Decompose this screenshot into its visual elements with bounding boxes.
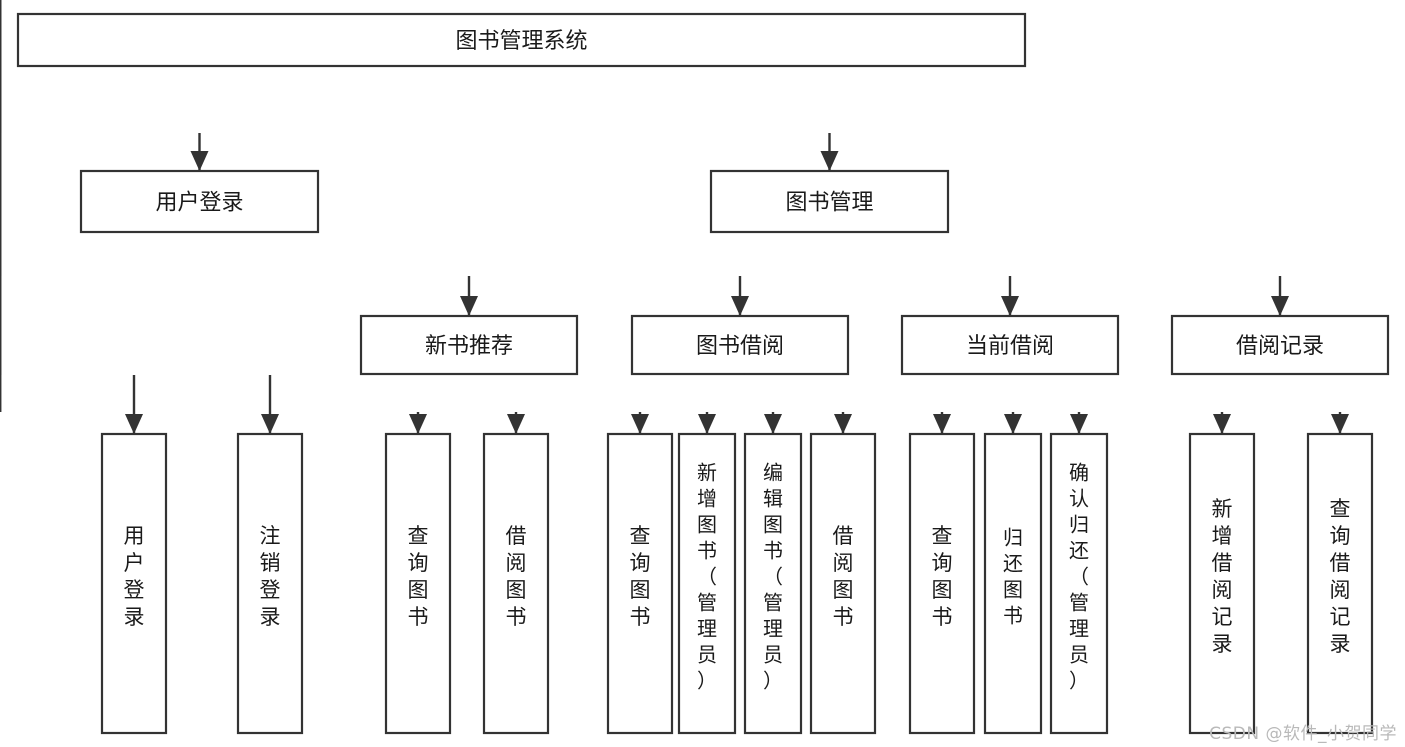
- node-box: [482, 432, 550, 735]
- arrow-head-icon: [731, 296, 749, 316]
- arrow-head-icon: [190, 151, 209, 171]
- node-book-management[interactable]: 图书管理: [709, 169, 950, 234]
- node-box: [983, 432, 1043, 735]
- node-label: 注销登录: [260, 524, 281, 629]
- node-leaf-borrow-book-recommend[interactable]: 借阅图书: [482, 432, 550, 735]
- node-leaf-return-book[interactable]: 归还图书: [983, 432, 1043, 735]
- node-leaf-query-book-borrow[interactable]: 查询图书: [606, 432, 674, 735]
- node-label: 查询图书: [408, 524, 429, 629]
- arrow-head-icon: [125, 414, 143, 434]
- node-label: 用户登录: [124, 524, 145, 629]
- node-label: 借阅图书: [506, 524, 527, 629]
- node-box: [100, 432, 168, 735]
- node-leaf-query-book-current[interactable]: 查询图书: [908, 432, 976, 735]
- node-box: [709, 169, 950, 234]
- arrow-head-icon: [1004, 414, 1022, 434]
- node-label: 确认归还（管理员）: [1069, 461, 1089, 693]
- node-box: [900, 314, 1120, 376]
- node-label: 查询借阅记录: [1330, 497, 1351, 656]
- node-book-borrow[interactable]: 图书借阅: [630, 314, 850, 376]
- node-label: 编辑图书（管理员）: [763, 461, 783, 693]
- arrow-head-icon: [1001, 296, 1019, 316]
- arrow-head-icon: [698, 414, 716, 434]
- node-label: 新增图书（管理员）: [697, 461, 717, 693]
- node-label: 用户登录: [155, 191, 243, 216]
- arrow-head-icon: [261, 414, 279, 434]
- node-user-login[interactable]: 用户登录: [79, 169, 320, 234]
- arrow-head-icon: [460, 296, 478, 316]
- node-label: 图书管理: [785, 191, 873, 216]
- node-current-borrow[interactable]: 当前借阅: [900, 314, 1120, 376]
- arrow-head-icon: [1213, 414, 1231, 434]
- node-box: [1188, 432, 1256, 735]
- node-box: [236, 432, 304, 735]
- arrow-head-icon: [834, 414, 852, 434]
- node-leaf-user-login[interactable]: 用户登录: [100, 432, 168, 735]
- node-label: 当前借阅: [966, 334, 1054, 359]
- node-box: [630, 314, 850, 376]
- arrow-head-icon: [1070, 414, 1088, 434]
- arrow-head-icon: [820, 151, 839, 171]
- node-borrow-record[interactable]: 借阅记录: [1170, 314, 1390, 376]
- node-layer: 图书管理系统用户登录图书管理新书推荐图书借阅当前借阅借阅记录用户登录注销登录查询…: [16, 12, 1390, 735]
- node-box: [809, 432, 877, 735]
- node-label: 借阅图书: [833, 524, 854, 629]
- connector-layer: [0, 0, 1349, 434]
- node-box: [743, 432, 803, 735]
- node-box: [1049, 432, 1109, 735]
- node-box: [384, 432, 452, 735]
- node-leaf-add-book[interactable]: 新增图书（管理员）: [677, 432, 737, 735]
- node-leaf-logout[interactable]: 注销登录: [236, 432, 304, 735]
- arrow-head-icon: [1331, 414, 1349, 434]
- arrow-head-icon: [1271, 296, 1289, 316]
- node-box: [606, 432, 674, 735]
- arrow-head-icon: [631, 414, 649, 434]
- node-label: 归还图书: [1003, 526, 1023, 628]
- node-leaf-borrow-book[interactable]: 借阅图书: [809, 432, 877, 735]
- node-label: 借阅记录: [1236, 334, 1324, 359]
- node-box: [359, 314, 579, 376]
- node-root[interactable]: 图书管理系统: [16, 12, 1027, 68]
- node-box: [1306, 432, 1374, 735]
- node-leaf-edit-book[interactable]: 编辑图书（管理员）: [743, 432, 803, 735]
- arrow-head-icon: [933, 414, 951, 434]
- arrow-head-icon: [764, 414, 782, 434]
- node-box: [908, 432, 976, 735]
- node-label: 查询图书: [932, 524, 953, 629]
- node-label: 新增借阅记录: [1212, 497, 1233, 656]
- node-leaf-add-record[interactable]: 新增借阅记录: [1188, 432, 1256, 735]
- node-box: [16, 12, 1027, 68]
- arrow-head-icon: [507, 414, 525, 434]
- node-label: 查询图书: [630, 524, 651, 629]
- node-box: [1170, 314, 1390, 376]
- node-new-book-recommend[interactable]: 新书推荐: [359, 314, 579, 376]
- node-label: 图书管理系统: [455, 29, 587, 54]
- node-leaf-confirm-return[interactable]: 确认归还（管理员）: [1049, 432, 1109, 735]
- node-box: [677, 432, 737, 735]
- node-leaf-query-record[interactable]: 查询借阅记录: [1306, 432, 1374, 735]
- node-box: [79, 169, 320, 234]
- node-label: 图书借阅: [696, 334, 784, 359]
- node-leaf-query-book-recommend[interactable]: 查询图书: [384, 432, 452, 735]
- arrow-head-icon: [409, 414, 427, 434]
- node-label: 新书推荐: [425, 334, 513, 359]
